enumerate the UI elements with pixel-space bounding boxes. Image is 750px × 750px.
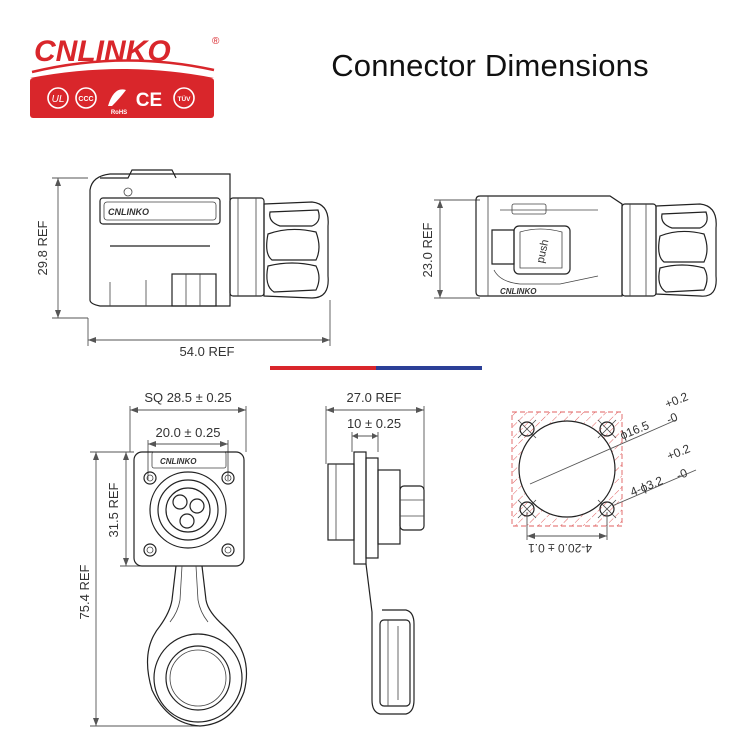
- hole-diameter-label: ϕ16.5: [618, 418, 651, 442]
- mount-spacing-label: 4-20.0 ± 0.1: [528, 541, 592, 555]
- tuv-cert-icon: TÜV: [173, 87, 195, 109]
- mount-tolerance-lower: -0: [674, 466, 689, 483]
- right-height-label: 23.0 REF: [420, 222, 435, 277]
- side-view-left: CNLINKO 29.8 REF 54.0 REF: [35, 169, 331, 359]
- front-view: SQ 28.5 ± 0.25 20.0 ± 0.25 75.4 REF 31.5…: [77, 390, 248, 727]
- flange-thickness-label: 10 ± 0.25: [347, 416, 401, 431]
- mount-hole-label: 4-ϕ3.2: [628, 473, 665, 499]
- push-button-text: push: [535, 238, 552, 264]
- rohs-cert-icon: RoHS: [108, 89, 127, 116]
- svg-text:RoHS: RoHS: [111, 110, 127, 116]
- svg-text:TÜV: TÜV: [178, 94, 192, 103]
- profile-width-label: 27.0 REF: [347, 390, 402, 405]
- svg-text:CCC: CCC: [78, 96, 93, 103]
- left-length-label: 54.0 REF: [180, 344, 235, 359]
- ul-cert-icon: UL: [47, 87, 69, 109]
- total-height-label: 75.4 REF: [77, 564, 92, 619]
- panel-cutout: 4-20.0 ± 0.1 ϕ16.5 -0 +0.2 4-ϕ3.2 -0 +0.…: [511, 389, 697, 555]
- ccc-cert-icon: CCC: [75, 87, 97, 109]
- svg-text:UL: UL: [52, 94, 65, 105]
- left-height-label: 29.8 REF: [35, 220, 50, 275]
- logo-brand-text: CNLINKO: [34, 35, 171, 68]
- side-view-right: 23.0 REF push CNLINKO: [420, 195, 717, 299]
- mount-tolerance-upper: +0.2: [665, 441, 693, 463]
- front-height-label: 31.5 REF: [106, 482, 121, 537]
- profile-view: 27.0 REF 10 ± 0.25: [325, 390, 425, 715]
- sq-size-label: SQ 28.5 ± 0.25: [144, 390, 231, 405]
- color-divider: [270, 366, 482, 370]
- registered-mark: ®: [212, 36, 220, 47]
- front-body-brand-text: CNLINKO: [160, 457, 197, 466]
- hole-tolerance-upper: +0.2: [663, 389, 691, 411]
- left-body-brand-text: CNLINKO: [108, 207, 149, 217]
- brand-logo: CNLINKO ® UL CCC RoHS CE TÜV: [28, 20, 224, 120]
- page-title: Connector Dimensions: [331, 48, 649, 83]
- right-body-brand-text: CNLINKO: [500, 287, 537, 296]
- logo-graphic: CNLINKO ® UL CCC RoHS CE TÜV: [30, 35, 220, 118]
- inner-size-label: 20.0 ± 0.25: [156, 425, 221, 440]
- svg-text:CE: CE: [136, 90, 162, 111]
- ce-cert-icon: CE: [136, 90, 162, 111]
